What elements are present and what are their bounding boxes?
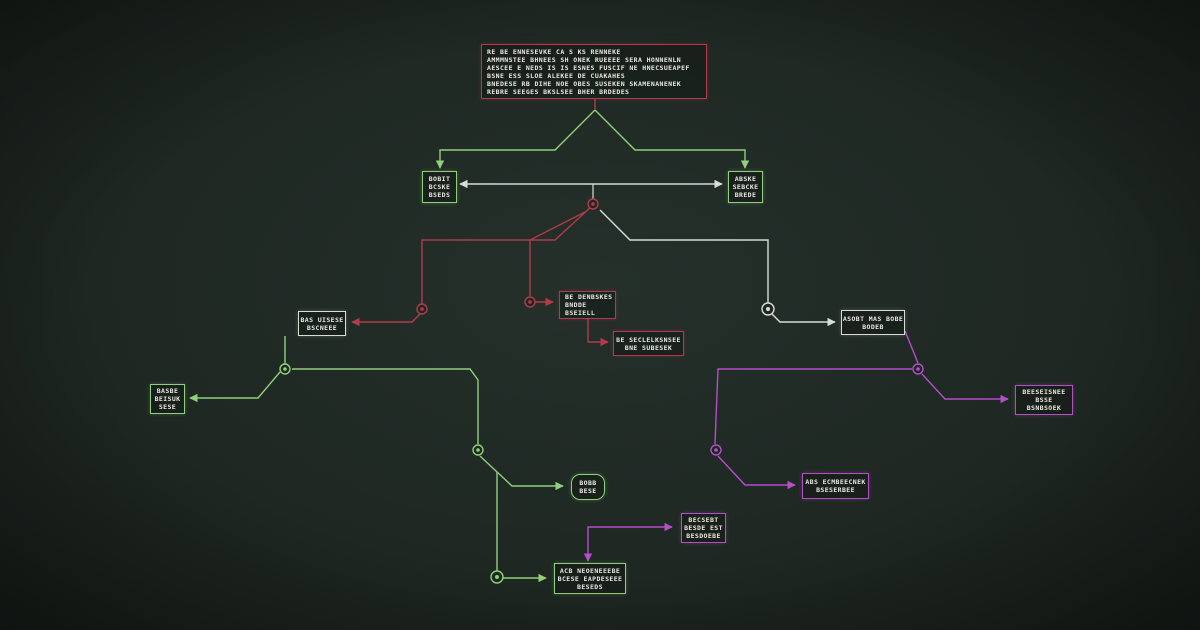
node-pill-line-1: BOBB (579, 479, 597, 487)
node-purple-small-line-1: BECSEBT (688, 516, 719, 524)
node-root-line-5: BNEDESE RB DIHE NOE OBES SUSEKEN SKAMENA… (487, 79, 682, 88)
node-left-a-line-2: BCSKE (428, 183, 451, 191)
edge-to-pill (479, 455, 564, 491)
node-bottom: ACB NEOENEEEBE BCESE EAPDESEEE BESEDS (554, 563, 626, 594)
node-bottom-line-2: BCESE EAPDESEEE (557, 574, 623, 583)
node-far-right-line-3: BSNBSOEK (1026, 404, 1062, 412)
node-far-left-line-1: BASBE (156, 387, 179, 395)
junction-top (587, 198, 599, 210)
node-right-b: ASOBT MAS BOBE BODEB (841, 310, 905, 335)
node-pill: BOBB BESE (571, 474, 605, 500)
node-purple-small: BECSEBT BESDE EST BESDOEBE (681, 513, 726, 543)
junction-white-right (761, 302, 775, 316)
edge-root-left (435, 109, 596, 169)
edge-to-purple-small (583, 522, 673, 562)
node-left-a-line-1: BOBIT (428, 175, 451, 183)
node-left-a-line-3: BSEDS (428, 191, 451, 199)
edge-to-far-right (921, 373, 1009, 404)
edge-central-left (421, 204, 594, 306)
node-far-left: BASBE BEISUK SESE (150, 384, 185, 414)
node-left-b: BAS UISESE BSCNEEE (298, 311, 346, 336)
node-purple-mid-line-1: ABS ECMBEECNEK (805, 478, 866, 486)
node-mid-red2-line-1: BE SECLELKSNSEE (616, 335, 681, 344)
edge-central-down (529, 211, 586, 296)
junction-purple-left (710, 444, 722, 456)
junction-green-mid (472, 444, 484, 456)
edge-to-purple-mid (717, 455, 796, 490)
node-root-line-1: RE BE ENNESEVKE CA S KS RENNEKE (487, 47, 621, 56)
node-right-a: ABSKE SEBCKE BREDE (728, 171, 763, 203)
node-far-left-line-3: SESE (158, 403, 177, 411)
edge-green-horizontal (292, 368, 479, 444)
node-pill-line-2: BESE (579, 487, 597, 495)
edge-central-right (599, 209, 769, 305)
node-root-line-4: BSNE ESS SLOE ALEKEE DE CUAKAHES (487, 71, 626, 80)
node-root-line-3: AESCEE E NEDS IS IS ESNES FUSCIF NE HNEC… (487, 63, 690, 72)
junction-red-mid (524, 296, 536, 308)
junction-green-bottom (490, 570, 504, 584)
node-mid-red: BE DENBSKES BNDDE BSEIELL (559, 291, 616, 319)
node-right-b-line-1: ASOBT MAS BOBE (842, 314, 904, 323)
node-purple-mid-line-2: BSESERBEE (816, 486, 855, 494)
node-far-right: BEESEISNEE BSSE BSNBSOEK (1015, 385, 1073, 415)
node-bottom-line-3: BESEDS (577, 582, 603, 591)
node-mid-red-line-2: BNDDE (565, 301, 587, 309)
node-left-b-line-1: BAS UISESE (300, 315, 344, 324)
node-far-right-line-2: BSSE (1035, 396, 1053, 404)
edge-to-far-left (189, 371, 281, 403)
node-purple-small-line-3: BESDOEBE (686, 532, 721, 540)
node-purple-small-line-2: BESDE EST (684, 524, 723, 532)
node-far-right-line-1: BEESEISNEE (1022, 388, 1066, 396)
node-right-a-line-3: BREDE (734, 191, 757, 199)
node-root-line-2: AMMMNSTEE BHNEES SH ONEK RUEEEE SERA HON… (487, 55, 682, 64)
node-right-b-line-2: BODEB (862, 322, 884, 331)
node-root-line-6: REBRE SEEGES BKSLSEE BHER BRDEDES (487, 87, 630, 96)
edge-red-to-mid2 (587, 318, 609, 347)
node-purple-mid: ABS ECMBEECNEK BSESERBEE (802, 473, 869, 499)
node-root: RE BE ENNESEVKE CA S KS RENNEKE AMMMNSTE… (481, 44, 707, 99)
node-bottom-line-1: ACB NEOENEEEBE (559, 566, 621, 575)
node-right-a-line-1: ABSKE (734, 175, 757, 183)
junction-red-left (416, 303, 428, 315)
junction-purple-right (912, 363, 924, 375)
node-mid-red-line-3: BSEIELL (565, 309, 596, 317)
edge-right-b-down (904, 330, 919, 364)
node-left-b-line-2: BSCNEEE (306, 323, 338, 332)
edge-red-to-left-b (351, 311, 423, 327)
edge-purple-horizontal (714, 368, 912, 445)
node-mid-red-line-1: BE DENBSKES (565, 293, 613, 301)
edge-root-right (594, 109, 750, 169)
node-left-a: BOBIT BCSKE BSEDS (422, 171, 457, 203)
edge-white-to-right-b (771, 313, 836, 327)
node-far-left-line-2: BEISUK (154, 395, 181, 403)
node-mid-red2-line-2: BNE SUBESEK (624, 343, 673, 352)
junction-green-left (279, 363, 291, 375)
node-right-a-line-2: SEBCKE (732, 183, 759, 191)
node-mid-red2: BE SECLELKSNSEE BNE SUBESEK (613, 331, 684, 356)
